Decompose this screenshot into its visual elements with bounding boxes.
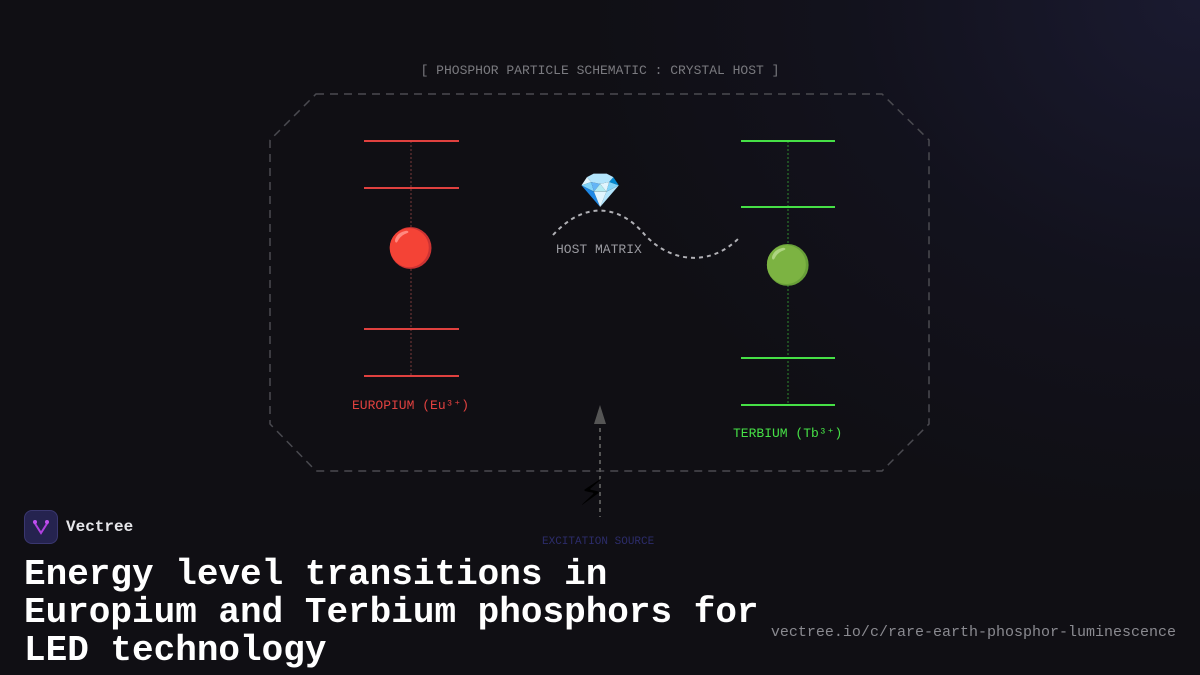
red-circle-icon: 🔴 — [387, 226, 435, 270]
terbium-energy-levels — [741, 140, 835, 406]
brand-name: Vectree — [66, 518, 134, 536]
terbium-label: TERBIUM (Tb³⁺) — [733, 426, 843, 441]
excitation-source-label: EXCITATION SOURCE — [542, 536, 655, 548]
europium-energy-levels — [364, 140, 459, 377]
vectree-logo-icon — [24, 510, 58, 544]
excitation-arrow-head — [594, 405, 606, 424]
crystal-host-outline — [269, 93, 930, 472]
source-url: vectree.io/c/rare-earth-phosphor-lumines… — [770, 624, 1176, 641]
background-glow — [600, 0, 1200, 500]
lightning-icon: ⚡ — [579, 473, 605, 514]
schematic-title: [ PHOSPHOR PARTICLE SCHEMATIC : CRYSTAL … — [420, 63, 780, 78]
green-circle-icon: 🟢 — [764, 243, 812, 287]
brand: Vectree — [24, 510, 133, 544]
gem-icon: 💎 — [579, 171, 622, 211]
europium-label: EUROPIUM (Eu³⁺) — [352, 398, 470, 413]
headline: Energy level transitions in Europium and… — [24, 554, 759, 671]
host-matrix-wave — [552, 209, 741, 259]
host-matrix-label: HOST MATRIX — [556, 242, 642, 257]
